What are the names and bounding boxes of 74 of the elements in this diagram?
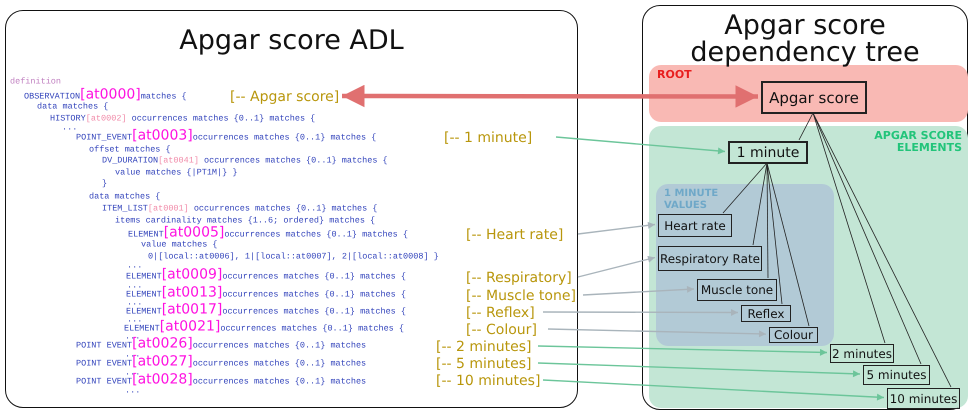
- arrow: [548, 328, 766, 338]
- code-line: 0|[local::at0006], 1|[local::at0007], 2|[local::at0008] }: [148, 252, 439, 262]
- code-line: data matches {: [37, 102, 108, 112]
- tree-line: [766, 162, 768, 278]
- code-line: ...: [127, 314, 142, 324]
- annotation-text: [-- 1 minute]: [444, 130, 554, 146]
- arrow: [342, 84, 758, 108]
- code-line: ...: [125, 386, 140, 396]
- annotation-text: [-- 5 minutes]: [436, 356, 536, 372]
- annotation-text: [-- 2 minutes]: [436, 339, 536, 355]
- tree-node-box: Colour: [769, 327, 818, 343]
- annotation-text: [-- Apgar score]: [230, 89, 340, 105]
- tree-node-box: 1 minute: [728, 141, 808, 164]
- tree-line: [766, 162, 810, 326]
- group-label: ROOT: [657, 69, 693, 81]
- arrow: [542, 379, 884, 401]
- code-line: ELEMENT[at0013]occurrences matches {0..1} matches {: [126, 288, 406, 300]
- arrow: [543, 308, 738, 316]
- arrow: [538, 362, 860, 378]
- arrow: [556, 136, 726, 154]
- tree-node-box: 2 minutes: [830, 344, 894, 363]
- code-line: OBSERVATION[at0000]matches {: [24, 90, 187, 102]
- code-line: ...: [127, 260, 142, 272]
- tree-line: [798, 112, 814, 140]
- panel: [642, 5, 968, 410]
- code-line: ELEMENT[at0009]occurrences matches {0..1} matches {: [126, 270, 406, 282]
- panel-heading: Apgar score dependency tree: [689, 12, 921, 66]
- tree-line: [722, 162, 768, 214]
- tree-line: [752, 162, 768, 246]
- tree-node-box: Muscle tone: [697, 279, 777, 301]
- tree-node-box: Reflex: [741, 305, 791, 322]
- code-line: POINT_EVENT[at0003]occurrences matches {0..1} matches {: [76, 130, 376, 144]
- annotation-text: [-- Muscle tone]: [466, 288, 581, 304]
- annotation-text: [-- Reflex]: [466, 305, 541, 321]
- tree-node-box: 5 minutes: [863, 365, 930, 385]
- arrow: [578, 256, 656, 278]
- code-line: DV_DURATION[at0041] occurrences matches {0..1} matches {: [102, 156, 388, 166]
- tree-node-box: 10 minutes: [887, 388, 960, 409]
- code-line: ITEM_LIST[at0001] occurrences matches {0..1} matches {: [102, 204, 378, 214]
- code-line: offset matches {: [89, 144, 171, 156]
- group-label: APGAR SCORE ELEMENTS: [873, 130, 962, 154]
- code-line: items cardinality matches {1..6; ordered} matches {: [115, 216, 376, 226]
- code-line: value matches {: [141, 240, 218, 250]
- annotation-text: [-- Colour]: [466, 322, 546, 338]
- code-line: HISTORY[at0002] occurrences matches {0..1} matches {: [50, 114, 316, 124]
- arrow: [578, 222, 656, 235]
- group-band: [656, 184, 834, 346]
- code-line: ELEMENT[at0017]occurrences matches {0..1} matches {: [126, 304, 406, 318]
- code-line: value matches {|PT1M|} }: [115, 168, 238, 178]
- tree-line: [812, 112, 886, 344]
- tree-node-box: Apgar score: [761, 81, 867, 114]
- code-line: data matches {: [89, 192, 160, 202]
- code-line: ...: [62, 122, 78, 134]
- tree-line: [766, 162, 782, 304]
- tree-line: [812, 112, 952, 388]
- code-line: ELEMENT[at0005]occurrences matches {0..1} matches {: [128, 228, 408, 240]
- code-line: ...: [127, 280, 142, 290]
- annotation-text: [-- Heart rate]: [466, 227, 576, 243]
- tree-node-box: Heart rate: [658, 214, 732, 237]
- code-line: ELEMENT[at0021]occurrences matches {0..1} matches {: [124, 322, 404, 334]
- arrow: [582, 286, 694, 296]
- tree-line: [812, 112, 922, 364]
- panel-heading: Apgar score ADL: [178, 27, 405, 54]
- code-line: definition: [10, 76, 62, 88]
- tree-node-box: Respiratory Rate: [658, 246, 762, 271]
- code-line: ...: [127, 298, 142, 308]
- arrow: [538, 345, 828, 356]
- panel: [5, 10, 578, 408]
- group-band: [649, 65, 968, 122]
- annotation-text: [-- Respiratory]: [466, 270, 576, 286]
- code-line: }: [102, 178, 108, 190]
- annotation-text: [-- 10 minutes]: [436, 373, 541, 389]
- group-label: 1 MINUTE VALUES: [664, 188, 719, 212]
- group-band: [649, 126, 968, 408]
